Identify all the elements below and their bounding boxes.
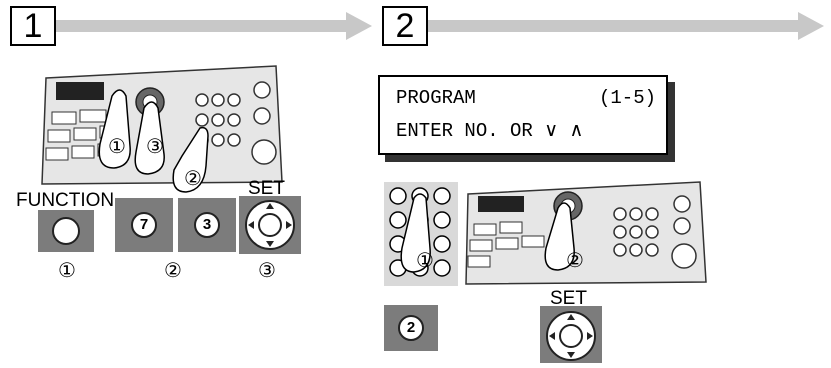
key-3-icon: 3 bbox=[194, 212, 220, 238]
step-2-keypad-image bbox=[384, 182, 458, 286]
lcd-line-1-right: (1-5) bbox=[598, 87, 656, 109]
lcd-line-1-left: PROGRAM bbox=[396, 87, 476, 109]
key-2-tile[interactable]: 2 bbox=[384, 305, 438, 351]
step-1-box: 1 bbox=[10, 6, 56, 46]
key-3-tile[interactable]: 3 bbox=[178, 198, 236, 252]
key-2-icon: 2 bbox=[398, 315, 424, 341]
step-2-arrow-head bbox=[798, 12, 824, 40]
step-1-arrow bbox=[56, 20, 350, 32]
step-2-control-panel-image bbox=[465, 181, 707, 285]
set-dial-icon bbox=[546, 311, 596, 361]
set-dial-icon bbox=[245, 200, 295, 250]
step-1-marker-2: ② bbox=[164, 260, 182, 282]
step-1-set-label: SET bbox=[248, 178, 285, 199]
step-1-hand-pointer-icon bbox=[172, 126, 209, 193]
step-2-arrow bbox=[428, 20, 800, 32]
lcd-line-2: ENTER NO. OR ∨ ∧ bbox=[396, 120, 584, 142]
function-label: FUNCTION bbox=[16, 190, 115, 211]
function-button-icon bbox=[52, 217, 80, 245]
keypad-illustration bbox=[389, 187, 451, 277]
step-1-marker-3: ③ bbox=[258, 260, 276, 282]
step-1-arrow-head bbox=[346, 12, 372, 40]
step-2-number: 2 bbox=[395, 7, 415, 45]
step-1-control-panel-image bbox=[41, 65, 283, 185]
step-1-number: 1 bbox=[23, 7, 43, 45]
step-2-set-label: SET bbox=[550, 288, 587, 309]
step-2-hand-marker-2: ② bbox=[566, 250, 584, 272]
step-1-hand-marker-1: ① bbox=[108, 136, 126, 158]
key-7-tile[interactable]: 7 bbox=[115, 198, 173, 252]
step-1-marker-1: ① bbox=[58, 260, 76, 282]
step-1-hand-marker-2: ② bbox=[184, 168, 202, 190]
step-1-hand-marker-3: ③ bbox=[146, 136, 164, 158]
lcd-display: PROGRAM (1-5) ENTER NO. OR ∨ ∧ bbox=[378, 75, 668, 155]
function-key-tile[interactable] bbox=[38, 210, 94, 252]
step-1-set-key-tile[interactable] bbox=[239, 196, 301, 254]
key-7-icon: 7 bbox=[131, 212, 157, 238]
step-2-box: 2 bbox=[382, 6, 428, 46]
step-2-hand-marker-1: ① bbox=[416, 250, 434, 272]
step-2-set-key-tile[interactable] bbox=[540, 306, 602, 363]
